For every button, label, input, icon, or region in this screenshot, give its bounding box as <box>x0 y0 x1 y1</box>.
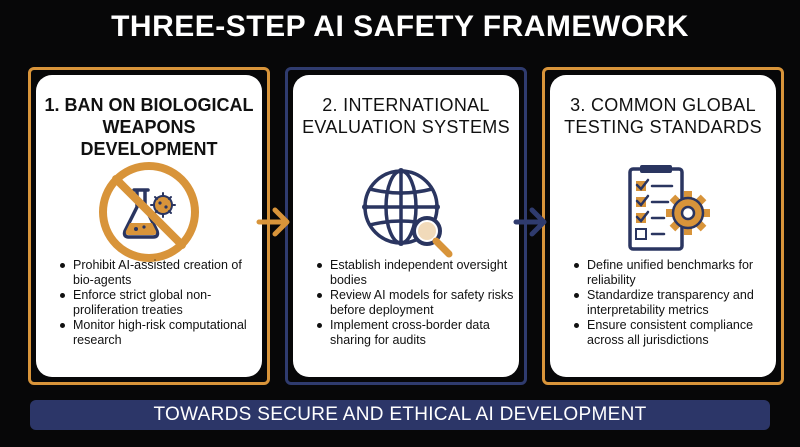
list-item: Establish independent oversight bodies <box>315 258 515 288</box>
no-bioweapons-icon <box>99 162 199 262</box>
step-2-bullets: Establish independent oversight bodies R… <box>315 258 515 348</box>
step-3-title: 3. COMMON GLOBAL TESTING STANDARDS <box>564 95 762 137</box>
list-item: Review AI models for safety risks before… <box>315 288 515 318</box>
list-item: Ensure consistent compliance across all … <box>572 318 772 348</box>
globe-magnifier-icon <box>362 168 453 258</box>
step-2-title: 2. INTERNATIONAL EVALUATION SYSTEMS <box>302 95 510 137</box>
list-item: Standardize transparency and interpretab… <box>572 288 772 318</box>
list-item: Prohibit AI-assisted creation of bio-age… <box>58 258 258 288</box>
checklist-gear-icon <box>628 165 710 251</box>
step-1-title: 1. BAN ON BIOLOGICAL WEAPONS DEVELOPMENT <box>44 95 254 159</box>
list-item: Monitor high-risk computational research <box>58 318 258 348</box>
step-card-1: 1. BAN ON BIOLOGICAL WEAPONS DEVELOPMENT… <box>36 75 262 377</box>
arrow-right-icon <box>513 207 547 237</box>
step-card-3: 3. COMMON GLOBAL TESTING STANDARDS <box>550 75 776 377</box>
list-item: Define unified benchmarks for reliabilit… <box>572 258 772 288</box>
page-title: THREE-STEP AI SAFETY FRAMEWORK <box>111 10 689 43</box>
step-3-bullets: Define unified benchmarks for reliabilit… <box>572 258 772 348</box>
step-1-frame <box>28 67 270 385</box>
list-item: Implement cross-border data sharing for … <box>315 318 515 348</box>
list-item: Enforce strict global non-proliferation … <box>58 288 258 318</box>
step-card-2: 2. INTERNATIONAL EVALUATION SYSTEMS Esta… <box>293 75 519 377</box>
arrow-right-icon <box>256 207 290 237</box>
step-1-bullets: Prohibit AI-assisted creation of bio-age… <box>58 258 258 348</box>
footer-banner: TOWARDS SECURE AND ETHICAL AI DEVELOPMEN… <box>30 400 770 430</box>
